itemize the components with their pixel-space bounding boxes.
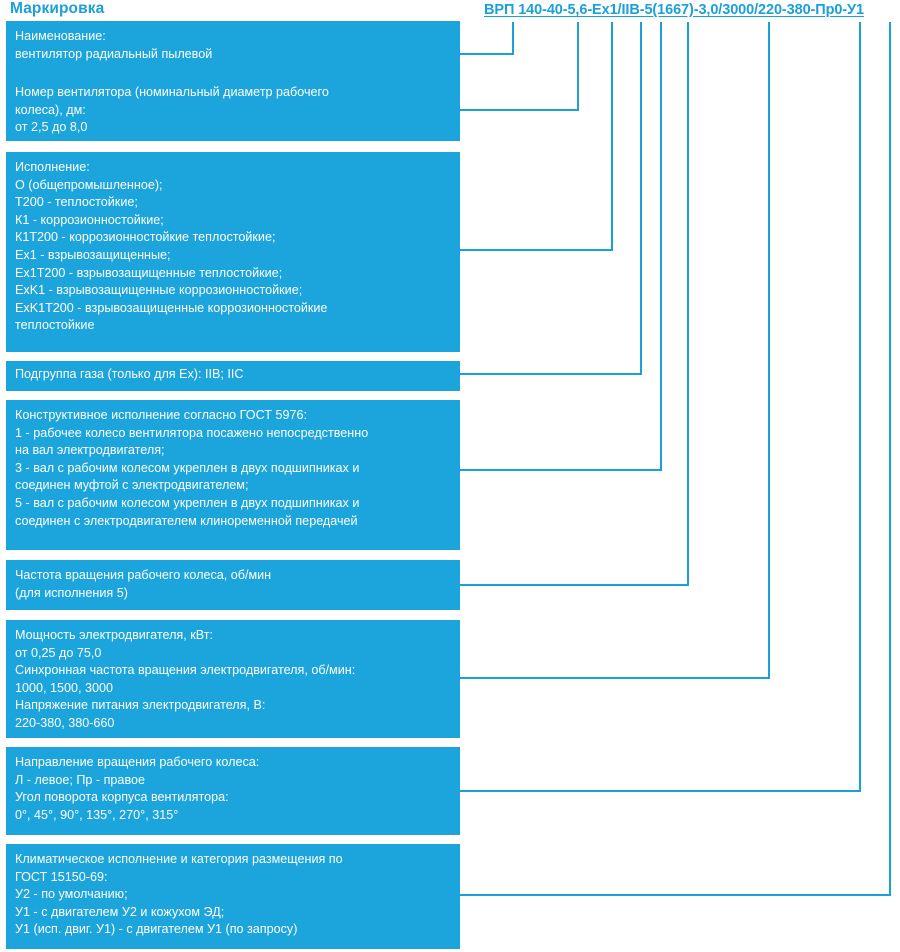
box-line: Л - левое; Пр - правое [15,772,145,787]
wire-naimenovanie [460,22,514,55]
box-line: теплостойкие [15,318,95,333]
marking-code: ВРП 140-40-5,6-Ex1/IIB-5(1667)-3,0/3000/… [484,2,864,18]
box-line: на вал электродвигателя; [15,443,165,458]
box-naimenovanie: Наименование: вентилятор радиальный пыле… [6,21,460,85]
box-line: Номер вентилятора (номинальный диаметр р… [15,85,329,99]
box-klimaticheskoe-ispolnenie: Климатическое исполнение и категория раз… [6,844,460,949]
box-line: вентилятор радиальный пылевой [15,46,213,61]
box-line: Т200 - теплостойкие; [15,195,138,210]
box-line: У2 - по умолчанию; [15,887,128,902]
box-line: Мощность электродвигателя, кВт: [15,628,213,642]
box-line: (для исполнения 5) [15,585,128,600]
box-line: Напряжение питания электродвигателя, В: [15,698,266,713]
box-line: ExK1 - взрывозащищенные коррозионностойк… [15,283,303,298]
box-line: от 0,25 до 75,0 [15,645,102,660]
box-line: О (общепромышленное); [15,177,163,192]
box-line: Подгруппа газа (только для Ex): IIB; IIC [15,367,244,381]
wire-chastota-vrashcheniya [460,22,689,586]
box-line: Ex1T200 - взрывозащищенные теплостойкие; [15,265,283,280]
box-line: Угол поворота корпуса вентилятора: [15,790,229,805]
box-line: ГОСТ 15150-69: [15,869,108,884]
box-line: 0°, 45°, 90°, 135°, 270°, 315° [15,807,179,822]
box-podgruppa-gaza: Подгруппа газа (только для Ex): IIB; IIC [6,361,460,391]
box-line: 220-380, 380-660 [15,715,115,730]
wire-nomer-ventilyatora [460,22,579,111]
box-line: У1 (исп. двиг. У1) - с двигателем У1 (по… [15,922,298,937]
box-line: К1Т200 - коррозионностойкие теплостойкие… [15,230,276,245]
box-line: Синхронная частота вращения электродвига… [15,663,356,678]
box-line: 1 - рабочее колесо вентилятора посажено … [15,425,369,440]
box-line: Частота вращения рабочего колеса, об/мин [15,568,272,582]
box-line: Направление вращения рабочего колеса: [15,755,260,769]
box-line: Конструктивное исполнение согласно ГОСТ … [15,408,307,422]
wire-podgruppa-gaza [460,22,642,375]
box-konstruktivnoe-ispolnenie: Конструктивное исполнение согласно ГОСТ … [6,400,460,550]
box-line: 1000, 1500, 3000 [15,680,114,695]
box-line: соединен муфтой с электродвигателем; [15,478,249,493]
page-title: Маркировка [10,0,105,17]
wire-moshchnost-elektrodvigatelya [460,22,770,679]
box-line: ExK1T200 - взрывозащищенные коррозионнос… [15,300,328,315]
box-chastota-vrashcheniya: Частота вращения рабочего колеса, об/мин… [6,560,460,610]
box-nomer-ventilyatora: Номер вентилятора (номинальный диаметр р… [6,77,460,141]
box-ispolnenie: Исполнение: О (общепромышленное); Т200 -… [6,152,460,352]
box-line: Исполнение: [15,160,90,174]
wire-konstruktivnoe-ispolnenie [460,22,662,471]
box-line: К1 - коррозионностойкие; [15,212,164,227]
box-line: Наименование: [15,29,106,43]
box-line: 5 - вал с рабочим колесом укреплен в дву… [15,495,360,510]
box-line: Ex1 - взрывозащищенные; [15,247,171,262]
box-napravlenie-vrashcheniya: Направление вращения рабочего колеса: Л … [6,747,460,835]
box-line: соединен с электродвигателем клиноременн… [15,513,358,528]
box-line: от 2,5 до 8,0 [15,120,88,135]
wire-ispolnenie [460,22,613,251]
box-line: колеса), дм: [15,102,86,117]
box-line: 3 - вал с рабочим колесом укреплен в дву… [15,460,360,475]
wire-klimaticheskoe-ispolnenie [460,22,891,896]
box-line: Климатическое исполнение и категория раз… [15,852,343,866]
wire-napravlenie-vrashcheniya [460,22,861,792]
box-moshchnost-elektrodvigatelya: Мощность электродвигателя, кВт: от 0,25 … [6,620,460,738]
box-line: У1 - с двигателем У2 и кожухом ЭД; [15,904,225,919]
